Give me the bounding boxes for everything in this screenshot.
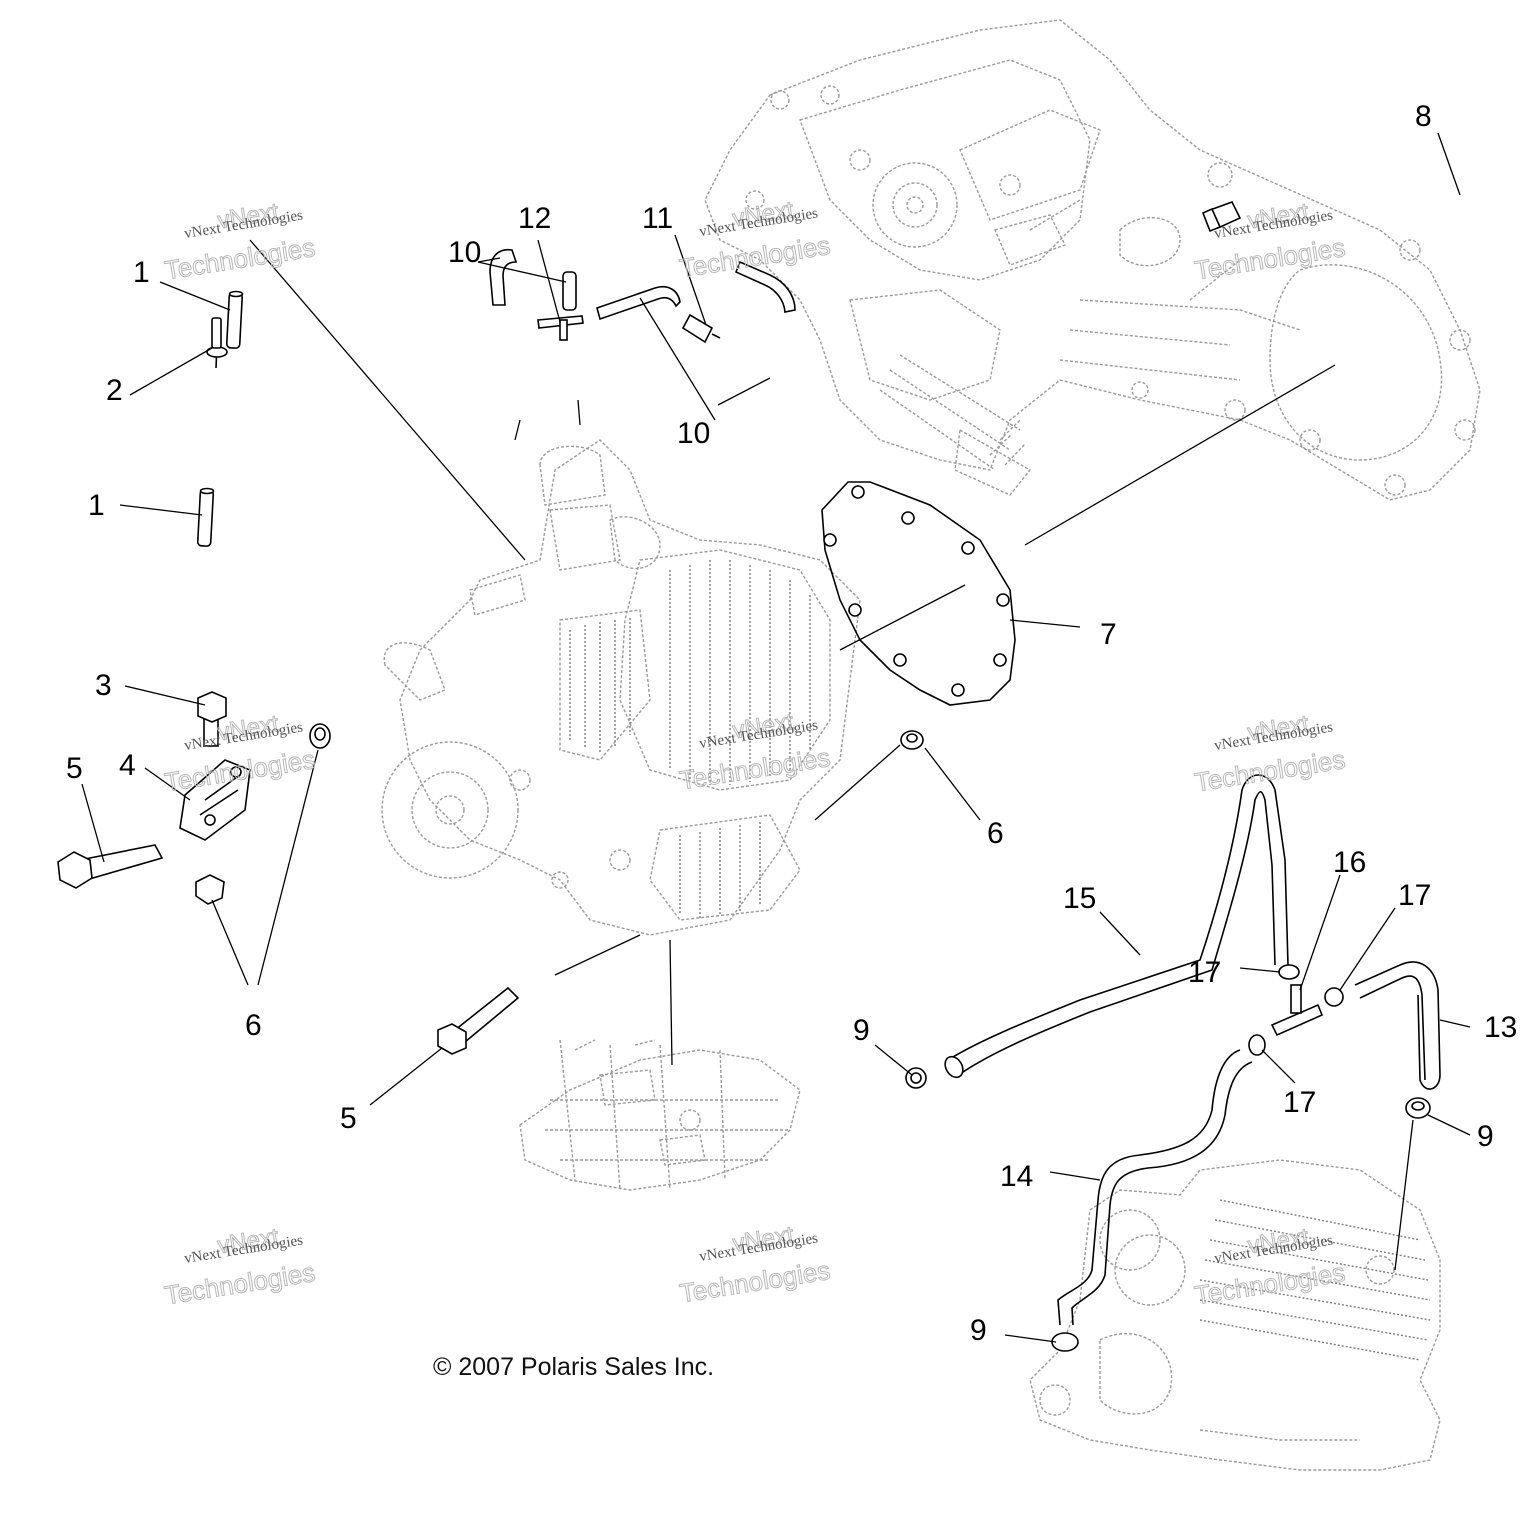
watermark-top-left: vNext vNext Technologies Technologies <box>162 198 318 286</box>
small-clamp-part-c <box>1248 1034 1266 1056</box>
callout-6-left: 6 <box>245 1009 262 1042</box>
callout-labels: 1 1 2 3 4 5 5 6 6 7 8 9 9 9 10 10 11 12 … <box>66 100 1517 1347</box>
callout-13: 13 <box>1484 1011 1517 1044</box>
vent-hose-part-right <box>734 260 796 313</box>
frame-illustration <box>519 1039 801 1191</box>
grommet-part-upper <box>309 723 331 749</box>
watermark-middle-left: vNext vNext Technologies Technologies <box>162 710 318 798</box>
callout-2: 2 <box>106 374 123 407</box>
long-bolt-part-center <box>437 986 520 1055</box>
callout-5-left: 5 <box>66 752 83 785</box>
callout-9-bottom: 9 <box>970 1314 987 1347</box>
clamp-part-right <box>1405 1097 1431 1119</box>
check-valve-part <box>681 313 721 344</box>
pin-part-upper <box>225 290 244 349</box>
vent-hose-part-center <box>562 271 577 311</box>
watermark-bottom-left: vNext vNext Technologies Technologies <box>162 1223 318 1311</box>
pin-part-lower <box>196 487 215 547</box>
callout-10-lower: 10 <box>677 417 710 450</box>
watermark-top-right: vNext vNext Technologies Technologies <box>1192 198 1348 286</box>
gasket-part <box>821 481 1016 706</box>
callout-6-right: 6 <box>987 817 1004 850</box>
drain-plug-part <box>1201 201 1242 233</box>
grommet-stud-part <box>206 317 228 369</box>
callout-1-lower: 1 <box>88 489 105 522</box>
watermark-bottom-center: vNext vNext Technologies Technologies <box>677 1221 833 1309</box>
callout-3: 3 <box>95 669 112 702</box>
watermark-top-center: vNext vNext Technologies Technologies <box>677 196 833 284</box>
small-clamp-part-b <box>1324 987 1344 1007</box>
callout-8: 8 <box>1415 100 1432 133</box>
tee-connector-part <box>1270 984 1324 1037</box>
callout-10-upper: 10 <box>448 236 481 269</box>
watermark-bottom-right: vNext vNext Technologies Technologies <box>1192 1223 1348 1311</box>
bracket-part <box>179 759 251 841</box>
small-clamp-part-a <box>1278 964 1300 980</box>
callout-9-right: 9 <box>1477 1120 1494 1153</box>
vent-hose-part-upper <box>596 286 681 321</box>
clamp-part-left <box>905 1067 927 1089</box>
inset-engine-illustration <box>1029 1159 1441 1471</box>
transmission-illustration <box>704 19 1481 501</box>
callout-12: 12 <box>518 202 551 235</box>
engine-illustration <box>381 439 861 936</box>
callout-15: 15 <box>1063 882 1096 915</box>
tee-fitting-part <box>537 315 584 341</box>
callout-9-left: 9 <box>853 1014 870 1047</box>
watermark-middle-right: vNext vNext Technologies Technologies <box>1192 710 1348 798</box>
vent-hose-part-left <box>489 248 518 306</box>
callout-7: 7 <box>1100 618 1117 651</box>
callout-16: 16 <box>1333 846 1366 879</box>
grommet-part-lower <box>195 874 225 905</box>
grommet-part-right <box>900 730 924 750</box>
callout-17-left: 17 <box>1188 956 1221 989</box>
callout-1-upper: 1 <box>133 256 150 289</box>
copyright-notice: © 2007 Polaris Sales Inc. <box>433 1353 714 1381</box>
breather-hose-part-long <box>944 774 1289 1079</box>
watermark-middle-center: vNext vNext Technologies Technologies <box>677 708 833 796</box>
callout-17-bottom: 17 <box>1283 1086 1316 1119</box>
callout-11: 11 <box>642 202 673 235</box>
callout-17-top: 17 <box>1398 879 1431 912</box>
callout-5-center: 5 <box>340 1102 357 1135</box>
leader-lines <box>81 132 1471 1343</box>
breather-hose-part-14 <box>1057 1049 1253 1326</box>
callout-14: 14 <box>1000 1160 1033 1193</box>
long-bolt-part-left <box>57 844 164 889</box>
breather-hose-part-13 <box>1354 961 1441 1090</box>
callout-4: 4 <box>119 749 136 782</box>
bolt-part <box>197 691 227 747</box>
